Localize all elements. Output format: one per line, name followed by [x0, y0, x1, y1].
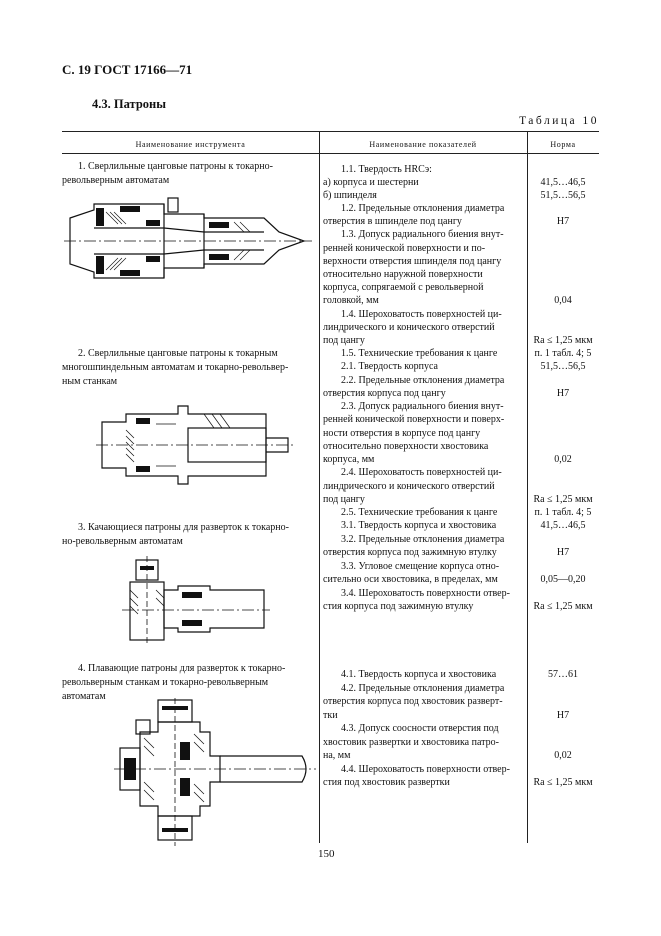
norm-cell: 57…61 — [548, 669, 578, 680]
tool-item-3: 3. Качающиеся патроны для разверток к то… — [62, 521, 314, 549]
tool-1-line-1: 1. Сверлильные цанговые патроны к токарн… — [78, 161, 273, 172]
collet-chuck-drawing-2 — [96, 405, 294, 485]
indicator-row: ренней конической поверхности и поверх- — [323, 414, 505, 425]
indicator-row: 4.4. Шероховатость поверхности отвер- — [341, 764, 510, 775]
norm-cell: 0,02 — [554, 454, 572, 465]
table-label: Таблица 10 — [519, 115, 599, 127]
norm-cell: 41,5…46,5 — [540, 520, 586, 531]
indicator-row: 3.4. Шероховатость поверхности отвер- — [341, 588, 510, 599]
indicator-row: 3.1. Твердость корпуса и хвостовика — [341, 520, 497, 531]
indicator-row: 2.2. Предельные отклонения диаметра — [341, 375, 505, 386]
indicator-row: отверстия корпуса под хвостовик разверт- — [323, 696, 503, 707]
indicator-row: 2.4. Шероховатость поверхностей ци- — [341, 467, 502, 478]
indicator-row: 2.3. Допуск радиального биения внут- — [341, 401, 504, 412]
indicator-row: под цангу — [323, 335, 365, 346]
indicator-row: ности отверстия в корпусе под цангу — [323, 428, 481, 439]
page-number: 150 — [318, 848, 335, 860]
tool-3-line-2: но-револьверным автоматам — [62, 536, 183, 547]
tool-4-line-3: автоматам — [62, 691, 106, 702]
indicator-row: 2.5. Технические требования к цанге — [341, 507, 498, 518]
norm-cell: 41,5…46,5 — [540, 177, 586, 188]
indicator-row: 1.3. Допуск радиального биения внут- — [341, 229, 504, 240]
indicator-row: относительно наружной поверхности — [323, 269, 483, 280]
norm-cell: 0,02 — [554, 750, 572, 761]
indicator-row: 4.2. Предельные отклонения диаметра — [341, 683, 505, 694]
indicator-row: сительно оси хвостовика, в пределах, мм — [323, 574, 498, 585]
indicator-row: относительно поверхности хвостовика — [323, 441, 489, 452]
tool-item-2: 2. Сверлильные цанговые патроны к токарн… — [62, 347, 314, 389]
norm-cell: H7 — [556, 388, 570, 399]
page-header: С. 19 ГОСТ 17166—71 — [62, 62, 193, 77]
indicator-row: стия под хвостовик развертки — [323, 777, 450, 788]
indicator-row: б) шпинделя — [323, 190, 377, 201]
norm-cell: 0,04 — [554, 295, 572, 306]
norm-cell: Rа ≤ 1,25 мкм — [533, 601, 593, 612]
column-divider-2 — [527, 131, 528, 843]
indicator-row: 3.2. Предельные отклонения диаметра — [341, 534, 505, 545]
indicator-row: 1.1. Твердость HRCэ: — [341, 164, 432, 175]
indicator-row: линдрического и конического отверстий — [323, 322, 495, 333]
tool-2-line-2: многошпиндельным автоматам и токарно-рев… — [62, 362, 289, 373]
tool-1-line-2: револьверным автоматам — [62, 175, 170, 186]
tool-4-line-2: револьверным станкам и токарно-револьвер… — [62, 677, 269, 688]
indicator-row: отверстия корпуса под цангу — [323, 388, 446, 399]
tool-4-line-1: 4. Плавающие патроны для разверток к ток… — [78, 663, 286, 674]
tool-3-line-1: 3. Качающиеся патроны для разверток к то… — [78, 522, 289, 533]
section-title: 4.3. Патроны — [92, 97, 166, 111]
indicator-row: отверстия в шпинделе под цангу — [323, 216, 462, 227]
norm-cell: H7 — [556, 547, 570, 558]
norm-cell: п. 1 табл. 4; 5 — [534, 348, 592, 359]
indicator-row: корпуса, сопрягаемой с револьверной — [323, 282, 484, 293]
indicator-row: 2.1. Твердость корпуса — [341, 361, 438, 372]
indicator-row: 1.5. Технические требования к цанге — [341, 348, 498, 359]
floating-chuck-drawing — [114, 698, 316, 846]
tool-item-4: 4. Плавающие патроны для разверток к ток… — [62, 662, 314, 704]
indicator-row: верхности отверстия шпинделя под цангу — [323, 256, 502, 267]
indicator-row: ренней конической поверхности и по- — [323, 243, 486, 254]
norm-cell: H7 — [556, 710, 570, 721]
norm-cell: 51,5…56,5 — [540, 190, 586, 201]
column-header-tool: Наименование инструмента — [135, 140, 246, 149]
norm-cell: H7 — [556, 216, 570, 227]
norm-cell: 0,05—0,20 — [540, 574, 586, 585]
indicator-row: 3.3. Угловое смещение корпуса отно- — [341, 561, 500, 572]
norm-cell: Rа ≤ 1,25 мкм — [533, 335, 593, 346]
indicator-row: хвостовик развертки и хвостовика патро- — [323, 737, 499, 748]
indicator-row: под цангу — [323, 494, 365, 505]
indicator-row: головкой, мм — [323, 295, 379, 306]
norm-cell: п. 1 табл. 4; 5 — [534, 507, 592, 518]
indicator-row: на, мм — [323, 750, 351, 761]
indicator-row: линдрического и конического отверстий — [323, 481, 495, 492]
indicator-row: а) корпуса и шестерни — [323, 177, 419, 188]
tool-2-line-3: ным станкам — [62, 376, 118, 387]
indicator-row: тки — [323, 710, 338, 721]
tool-2-line-1: 2. Сверлильные цанговые патроны к токарн… — [78, 348, 278, 359]
indicator-row: корпуса, мм — [323, 454, 375, 465]
norm-cell: Rа ≤ 1,25 мкм — [533, 494, 593, 505]
norm-cell: 51,5…56,5 — [540, 361, 586, 372]
indicator-row: 4.3. Допуск соосности отверстия под — [341, 723, 499, 734]
collet-chuck-drawing-1 — [64, 197, 312, 279]
column-header-norm: Норма — [550, 140, 576, 149]
column-divider-1 — [319, 131, 320, 843]
indicator-row: стия корпуса под зажимную втулку — [323, 601, 474, 612]
column-header-indicator: Наименование показателей — [369, 140, 477, 149]
swing-chuck-drawing — [122, 556, 270, 644]
indicator-row: 1.2. Предельные отклонения диаметра — [341, 203, 505, 214]
indicator-row: отверстия корпуса под зажимную втулку — [323, 547, 497, 558]
table-header-rule — [62, 153, 599, 154]
indicator-row: 1.4. Шероховатость поверхностей ци- — [341, 309, 502, 320]
table-top-rule — [62, 131, 599, 132]
tool-item-1: 1. Сверлильные цанговые патроны к токарн… — [62, 160, 314, 188]
indicator-row: 4.1. Твердость корпуса и хвостовика — [341, 669, 497, 680]
norm-cell: Rа ≤ 1,25 мкм — [533, 777, 593, 788]
